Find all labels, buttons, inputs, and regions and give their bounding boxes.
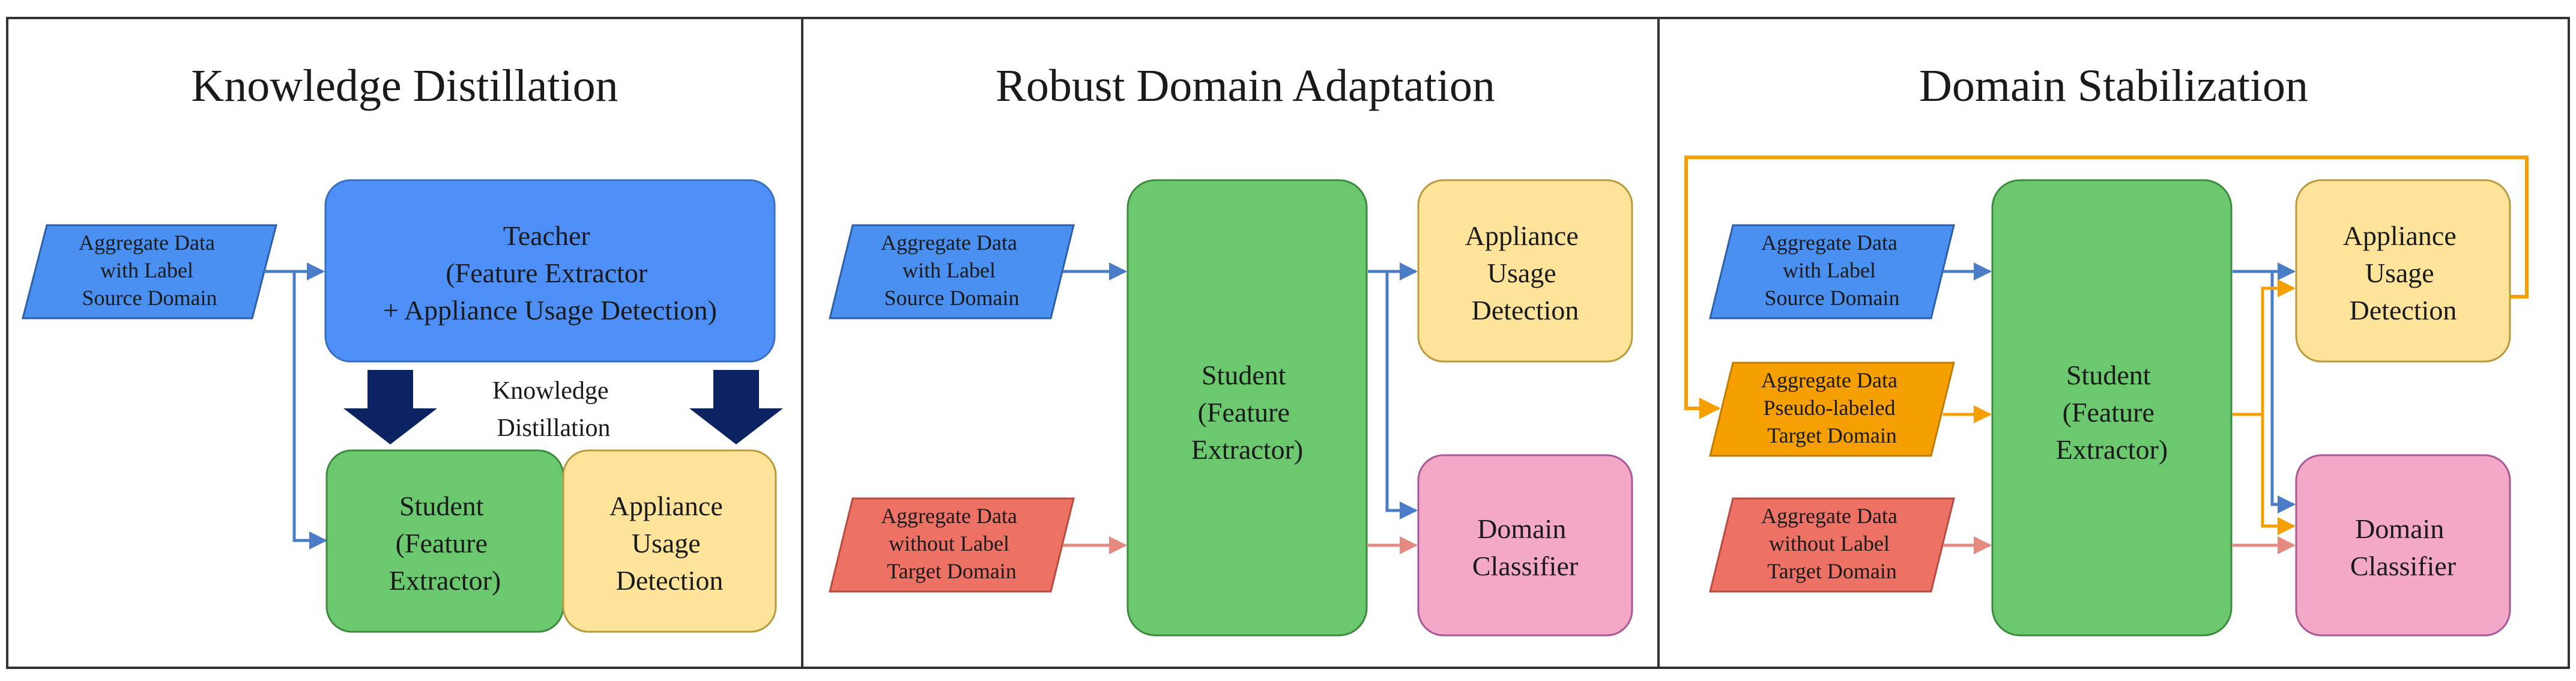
pseudo-labeled-input-label: Aggregate Data Pseudo-labeled Target Dom… (1761, 368, 1903, 447)
panel-title: Robust Domain Adaptation (996, 61, 1495, 111)
source-features-to-classifier-arrow (2270, 271, 2296, 513)
target-domain-input (829, 497, 1075, 593)
source-domain-input (22, 224, 277, 319)
target-domain-input-label: Aggregate Data without Label Target Doma… (1761, 504, 1903, 583)
pseudo-features-to-classifier-arrow (2261, 414, 2296, 535)
panel-title: Knowledge Distillation (191, 61, 618, 111)
panel-robust-domain-adaptation: Robust Domain Adaptation Aggregate Data … (829, 61, 1633, 637)
student-box (1991, 179, 2233, 637)
source-domain-input-label: Aggregate Data with Label Source Domain (881, 231, 1023, 310)
kd-arrow-right (689, 370, 783, 444)
pseudo-labeled-input (1709, 362, 1955, 457)
domain-classifier-label: Domain Classifier (1472, 513, 1578, 581)
kd-label: Knowledge Distillation (492, 377, 615, 442)
source-domain-input (829, 224, 1075, 319)
appliance-usage-detection-label: Appliance Usage Detection (1465, 220, 1586, 325)
figure-frame (6, 17, 2570, 669)
teacher-label: Teacher (Feature Extractor + Appliance U… (383, 220, 717, 325)
domain-classifier-label: Domain Classifier (2350, 513, 2456, 581)
domain-classifier-box (1417, 454, 1633, 637)
target-domain-input (1709, 497, 1955, 593)
student-box (1126, 179, 1368, 637)
appliance-usage-detection-label: Appliance Usage Detection (2343, 220, 2464, 325)
teacher-box (324, 179, 776, 363)
kd-arrow-left (343, 370, 437, 444)
appliance-usage-detection-box (1417, 179, 1633, 363)
source-domain-input-label: Aggregate Data with Label Source Domain (1761, 231, 1903, 310)
appliance-usage-detection-box (562, 449, 777, 633)
appliance-usage-detection-box (2295, 179, 2511, 363)
source-domain-input (1709, 224, 1955, 319)
source-domain-input-label: Aggregate Data with Label Source Domain (79, 231, 220, 310)
source-to-student-arrow (292, 271, 327, 549)
target-domain-input-label: Aggregate Data without Label Target Doma… (881, 504, 1023, 583)
source-features-to-classifier-arrow (1385, 271, 1418, 519)
student-label: Student (Feature Extractor) (1191, 360, 1303, 465)
panel-domain-stabilization: Domain Stabilization Aggregate Data with… (1684, 61, 2529, 637)
pseudo-label-feedback-arrow (1684, 156, 2529, 419)
panel-knowledge-distillation: Knowledge Distillation Aggregate Data wi… (22, 61, 783, 633)
student-label: Student (Feature Extractor) (2056, 360, 2168, 465)
appliance-usage-detection-label: Appliance Usage Detection (609, 491, 730, 596)
domain-classifier-box (2295, 454, 2511, 637)
panel-title: Domain Stabilization (1919, 61, 2308, 111)
pseudo-features-to-aud-arrow (2233, 279, 2296, 416)
student-label: Student (Feature Extractor) (389, 491, 501, 596)
